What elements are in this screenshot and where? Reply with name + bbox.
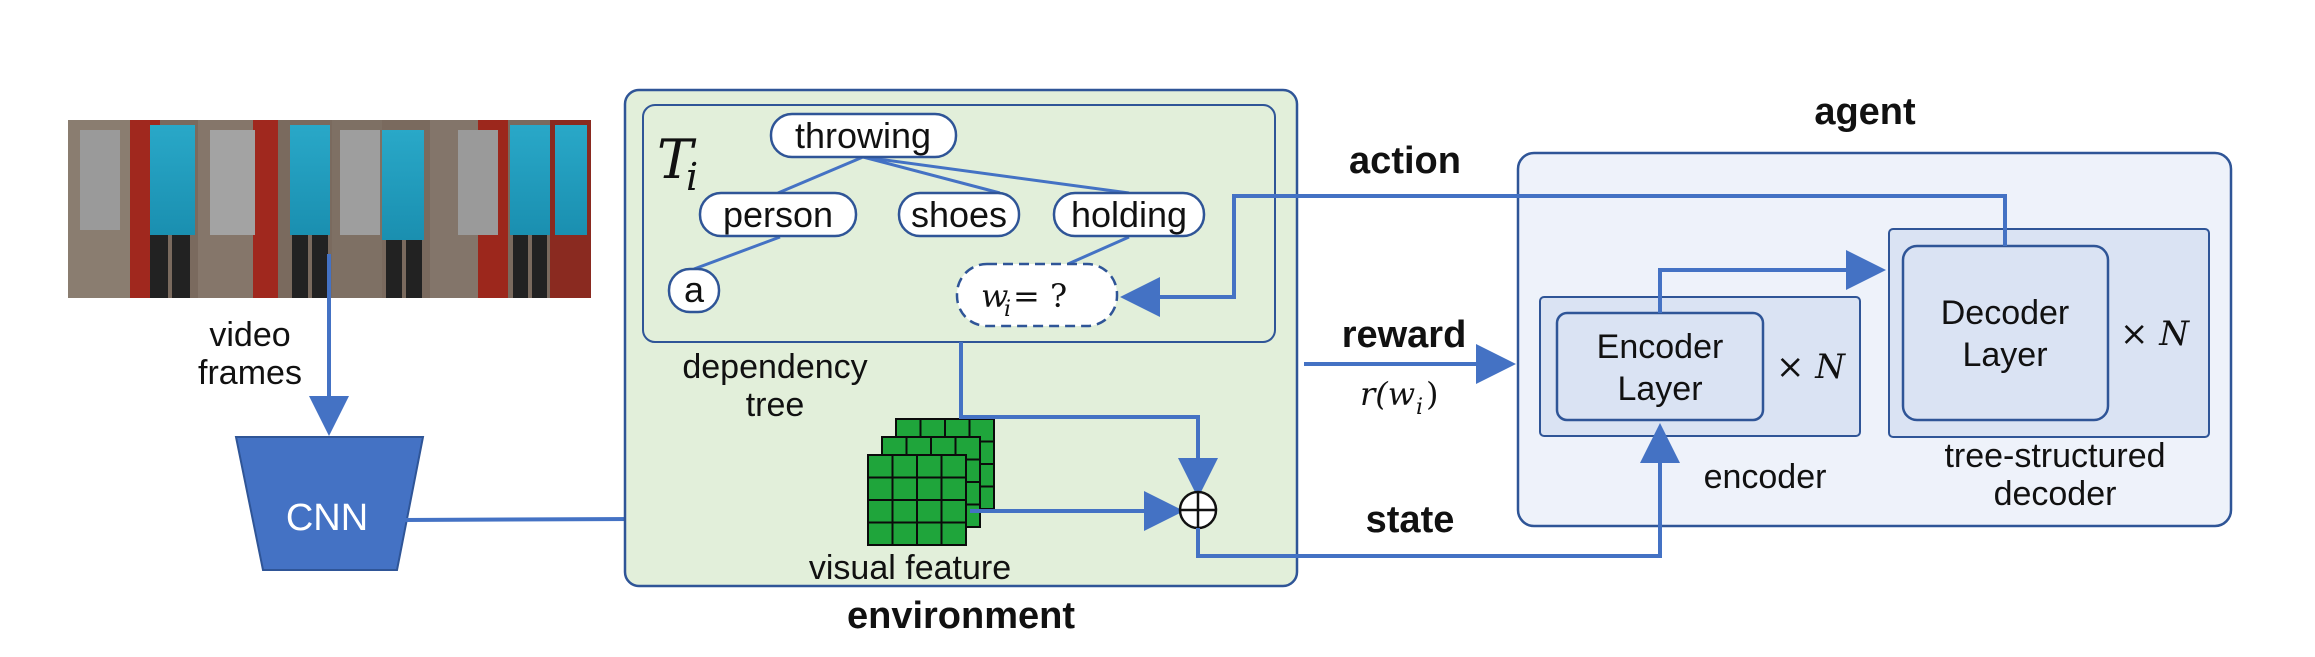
decoder-label-line1: tree-structured xyxy=(1944,437,2165,475)
tree-node-person: person xyxy=(698,191,858,238)
tree-node-a: a xyxy=(667,267,721,314)
svg-text:throwing: throwing xyxy=(795,115,931,156)
svg-text:w: w xyxy=(981,277,1008,315)
state-label: state xyxy=(1366,499,1455,541)
encoder-layer-label-line2: Layer xyxy=(1617,370,1702,408)
video-frames-label-line2: frames xyxy=(198,354,302,392)
environment-title: environment xyxy=(847,595,1075,637)
encoder-label: encoder xyxy=(1704,458,1827,496)
agent-title: agent xyxy=(1814,91,1916,133)
reward-formula: r(w i ) xyxy=(1360,375,1438,420)
svg-text:person: person xyxy=(723,194,833,235)
decoder-layer-label-line1: Decoder xyxy=(1941,294,2070,332)
combine-operator-icon xyxy=(1178,490,1218,530)
svg-text:= ?: = ? xyxy=(1013,277,1067,315)
svg-text:a: a xyxy=(684,269,705,310)
decoder-label-line2: decoder xyxy=(1994,475,2117,513)
decoder-layer-label-line2: Layer xyxy=(1962,336,2047,374)
video-frames-image xyxy=(68,120,591,298)
encoder-layer-label-line1: Encoder xyxy=(1597,328,1724,366)
svg-text:holding: holding xyxy=(1071,194,1187,235)
action-label: action xyxy=(1349,140,1461,182)
svg-text:i: i xyxy=(1416,395,1423,420)
tree-symbol-subscript: i xyxy=(686,155,698,199)
tree-node-unknown-word: w i = ? xyxy=(955,262,1119,328)
dependency-tree-label-line1: dependency xyxy=(682,348,867,386)
visual-feature-icon xyxy=(867,418,995,546)
tree-edges xyxy=(693,155,1130,271)
state-arrow xyxy=(1196,423,1680,558)
encoder-repeat-label: × N xyxy=(1776,347,1846,387)
visual-feature-label: visual feature xyxy=(809,549,1011,587)
encoder-to-decoder-arrow xyxy=(1658,250,1886,313)
tree-node-holding: holding xyxy=(1052,191,1206,238)
tree-node-shoes: shoes xyxy=(897,191,1021,238)
tree-node-throwing: throwing xyxy=(769,112,958,159)
decoder-repeat-label: × N xyxy=(2120,314,2190,354)
dependency-tree-label-line2: tree xyxy=(746,386,805,424)
svg-text:r(w: r(w xyxy=(1360,375,1415,413)
action-arrow xyxy=(1120,194,2007,317)
video-frames-label-line1: video xyxy=(209,316,290,354)
svg-text:i: i xyxy=(1004,297,1011,322)
cnn-block xyxy=(234,436,425,571)
reward-label: reward xyxy=(1342,314,1467,356)
cnn-label: CNN xyxy=(286,497,368,539)
tree-symbol: T xyxy=(657,128,697,191)
svg-text:): ) xyxy=(1426,375,1438,413)
tree-to-combine-arrow xyxy=(959,342,1218,498)
svg-text:shoes: shoes xyxy=(911,194,1007,235)
decoder-layer-block xyxy=(1901,244,2110,422)
